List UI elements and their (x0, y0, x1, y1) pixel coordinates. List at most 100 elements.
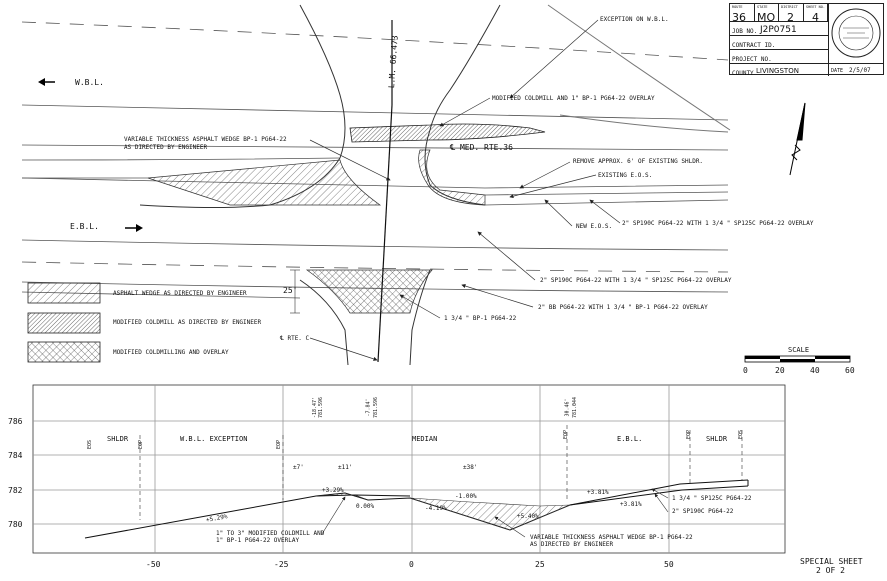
contract-row: CONTRACT ID. (730, 35, 828, 49)
sheet-cell: SHEET NO. 4 (804, 4, 828, 24)
profile-wedge (409, 497, 571, 531)
district-value: 2 (787, 11, 794, 24)
county-value: LIVINGSTON (756, 67, 799, 75)
county-row: COUNTY LIVINGSTON (730, 63, 828, 77)
profile-note-right-1: 1 3/4 " SP125C PG64-22 (672, 495, 752, 502)
label-new-eos: NEW E.O.S. (576, 223, 613, 230)
date-label: DATE (831, 68, 844, 74)
profile-eop-ebl: EOP (563, 429, 570, 440)
job-row: JOB NO. J2P0751 (730, 21, 828, 35)
label-existing-eos: EXISTING E.O.S. (598, 172, 653, 179)
scale-bar (744, 355, 851, 363)
profile-eop-wbl: EOP (276, 439, 283, 450)
y-tick-782: 782 (8, 486, 23, 495)
profile-sta1-elev: 781.596 (318, 396, 325, 419)
profile-slope-3: 0.00% (356, 503, 375, 510)
profile-slope-7: +3.81% (587, 489, 609, 496)
state-cell: STATE MO (755, 4, 779, 24)
profile-sta3: 30.46' (564, 398, 571, 417)
label-wedge-note-2: AS DIRECTED BY ENGINEER (124, 144, 208, 151)
scale-title: SCALE (788, 346, 810, 354)
wedge-area-right (418, 149, 486, 206)
profile-note-left-2: 1" BP-1 PG64-22 OVERLAY (216, 537, 300, 544)
scale-tick-20: 20 (775, 366, 785, 375)
title-block: ROUTE 36 STATE MO DISTRICT 2 SHEET NO. 4… (729, 3, 884, 77)
legend-swatch-coldmill (27, 312, 101, 334)
profile-eos-right: EOS (738, 429, 745, 440)
route-label: ROUTE (732, 5, 743, 9)
profile-wbl-exception: W.B.L. EXCEPTION (180, 435, 248, 443)
legend-label-wedge: ASPHALT WEDGE AS DIRECTED BY ENGINEER (113, 290, 247, 297)
profile-coldmill (315, 492, 369, 501)
profile-dim-11: ±11' (338, 464, 353, 471)
label-remove: REMOVE APPROX. 6' OF EXISTING SHLDR. (573, 158, 704, 165)
project-label: PROJECT NO. (732, 56, 772, 63)
legend-label-crosshatch: MODIFIED COLDMILLING AND OVERLAY (113, 349, 229, 356)
profile-slope-2: +3.29% (322, 487, 344, 494)
sheet-label-line2: 2 OF 2 (816, 566, 845, 575)
contract-label: CONTRACT ID. (732, 42, 776, 49)
label-wbl: W.B.L. (75, 78, 104, 87)
profile-median: MEDIAN (412, 435, 438, 443)
label-coldmill-overlay: MODIFIED COLDMILL AND 1" BP-1 PG64-22 OV… (492, 95, 655, 102)
label-rte-c: ℄ RTE. C (280, 335, 310, 342)
x-tick-0: 0 (409, 560, 414, 569)
profile-sta2: -7.84' (365, 398, 372, 417)
profile-slope-6: +5.40% (517, 513, 539, 520)
profile-slope-4: -1.00% (455, 493, 477, 500)
ebl-arrow-icon (125, 224, 143, 232)
north-arrow-icon (789, 102, 806, 176)
coldmill-overlay-area (349, 123, 546, 143)
label-overlay-1: 2" SP190C PG64-22 WITH 1 3/4 " SP125C PG… (622, 220, 814, 227)
profile-note-left-1: 1" TO 3" MODIFIED COLDMILL AND (216, 530, 325, 537)
profile-eop-right: EOP (686, 429, 693, 440)
route-cell: ROUTE 36 (730, 4, 755, 24)
legend-swatch-wedge (27, 282, 101, 304)
label-bp1: 1 3/4 " BP-1 PG64-22 (444, 315, 517, 322)
profile-dim-38: ±38' (463, 464, 478, 471)
profile-eop-left: EOP (138, 439, 145, 450)
route-value: 36 (732, 11, 746, 24)
scale-tick-60: 60 (845, 366, 855, 375)
scale-tick-40: 40 (810, 366, 820, 375)
ramp-curves (139, 4, 731, 208)
profile-dim-7: ±7' (293, 464, 304, 471)
label-overlay-2: 2" SP190C PG64-22 WITH 1 3/4 " SP125C PG… (540, 277, 732, 284)
profile-shldr-right: SHLDR (706, 435, 728, 443)
y-tick-784: 784 (8, 451, 23, 460)
profile-leaders (321, 488, 669, 538)
dim-25 (290, 269, 300, 314)
sheet-no-value: 4 (812, 11, 819, 24)
label-exception: EXCEPTION ON W.B.L. (600, 16, 669, 23)
profile-section-lines (84, 479, 749, 539)
job-value: J2P0751 (760, 25, 797, 35)
profile-note-center-2: AS DIRECTED BY ENGINEER (530, 541, 614, 548)
profile-slope-8: +3.81% (620, 501, 642, 508)
lm-line (377, 104, 393, 363)
legend-swatch-crosshatch (27, 341, 101, 363)
x-tick-m25: -25 (274, 560, 289, 569)
label-wedge-note-1: VARIABLE THICKNESS ASPHALT WEDGE BP-1 PG… (124, 136, 287, 143)
legend-label-coldmill: MODIFIED COLDMILL AS DIRECTED BY ENGINEE… (113, 319, 262, 326)
county-label: COUNTY (732, 70, 754, 77)
profile-frame (32, 384, 786, 554)
sheet-label-line1: SPECIAL SHEET (800, 557, 863, 566)
state-label: STATE (757, 5, 768, 9)
label-ebl: E.B.L. (70, 222, 99, 231)
x-tick-m50: -50 (146, 560, 161, 569)
x-tick-25: 25 (535, 560, 545, 569)
profile-slope-5: -4.19% (425, 505, 447, 512)
profile-note-center-1: VARIABLE THICKNESS ASPHALT WEDGE BP-1 PG… (530, 534, 693, 541)
profile-shldr-left: SHLDR (107, 435, 129, 443)
profile-ebl: E.B.L. (617, 435, 643, 443)
job-label: JOB NO. (732, 28, 758, 35)
profile-eos-left: EOS (87, 439, 94, 450)
profile-break-lines (139, 425, 743, 520)
leader-lines (309, 19, 621, 361)
wedge-area-left (147, 159, 382, 206)
y-tick-786: 786 (8, 417, 23, 426)
x-tick-50: 50 (664, 560, 674, 569)
state-value: MO (757, 11, 776, 24)
crosshatch-area (305, 269, 433, 314)
